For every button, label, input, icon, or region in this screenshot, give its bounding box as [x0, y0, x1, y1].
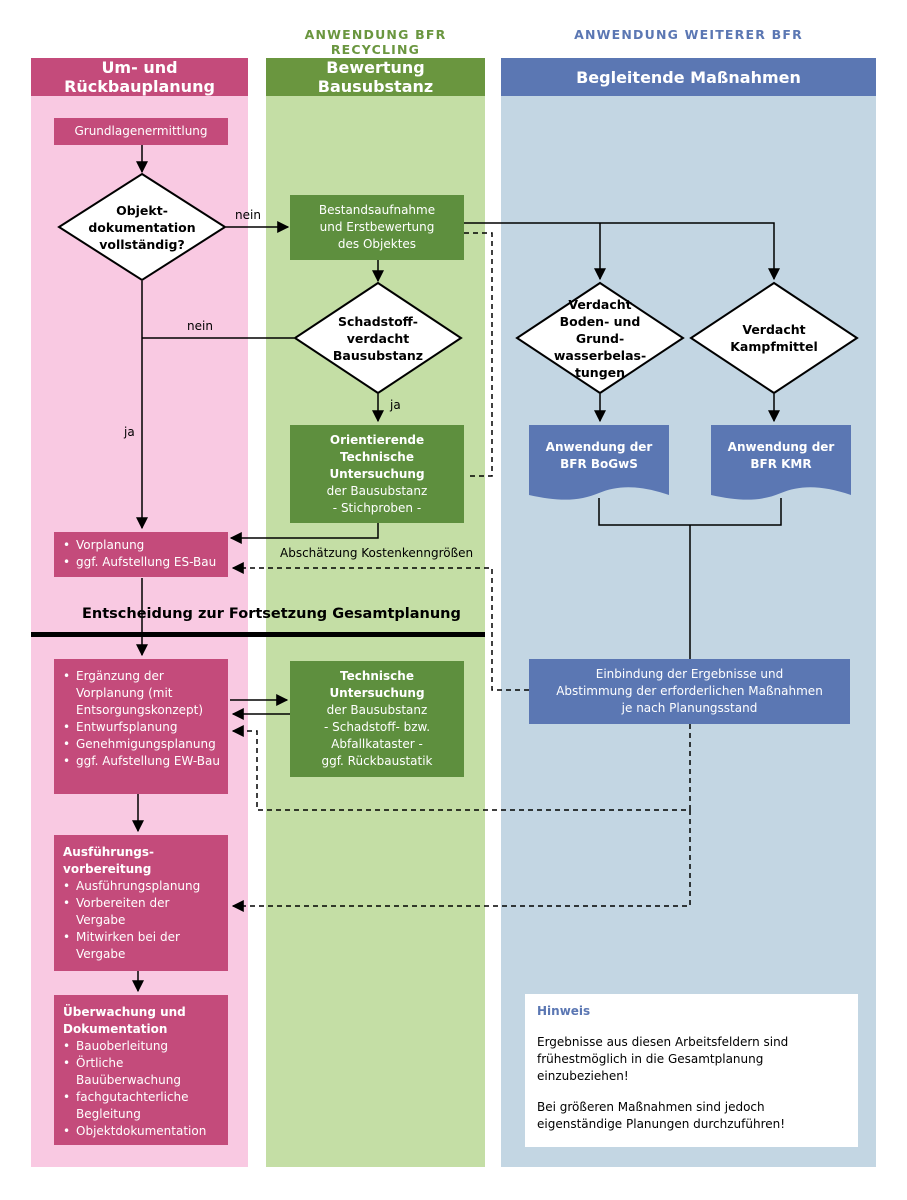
- node-orientierend-line: der Bausubstanz: [326, 483, 428, 498]
- decision-boden-line: wasserbelas-: [553, 347, 647, 363]
- node-einbindung-line: Einbindung der Ergebnisse und: [595, 667, 784, 681]
- node-vorplanung: Vorplanung ggf. Aufstellung ES-Bau: [54, 532, 228, 577]
- decision-kampf-line: Verdacht: [742, 322, 806, 337]
- list-item: Vorbereiten der Vergabe: [60, 895, 222, 929]
- list-item: Vorplanung: [60, 537, 222, 554]
- entscheidung-divider: [31, 632, 485, 637]
- decision-schadstoff-shape: [293, 281, 463, 395]
- doc-bogws-line: Anwendung der: [545, 440, 653, 454]
- decision-schadstoff-line: Schadstoff-: [337, 313, 418, 329]
- supra-heading-weitere: ANWENDUNG WEITERER BFR: [574, 27, 803, 42]
- node-orientierend-line: Orientierende: [329, 432, 425, 447]
- hinweis-box: Hinweis Ergebnisse aus diesen Arbeitsfel…: [525, 994, 858, 1147]
- node-technische-line: Abfallkataster -: [331, 737, 423, 751]
- hinweis-paragraph: Bei größeren Maßnahmen sind jedoch eigen…: [537, 1100, 786, 1131]
- node-orientierend-line: - Stichproben -: [332, 500, 422, 515]
- list-item: Entwurfsplanung: [60, 719, 222, 736]
- decision-schadstoff-line: verdacht: [346, 330, 410, 346]
- list-item: Örtliche Bauüberwachung: [60, 1055, 222, 1089]
- node-einbindung: Einbindung der Ergebnisse und Abstimmung…: [529, 659, 850, 724]
- node-technische-line: der Bausubstanz: [326, 703, 428, 717]
- list-item: Mitwirken bei der Vergabe: [60, 929, 222, 963]
- list-item: ggf. Aufstellung ES-Bau: [60, 554, 222, 571]
- edge-label-nein: nein: [235, 208, 261, 222]
- hinweis-title: Hinweis: [537, 1004, 591, 1018]
- lane-header-massnahmen: Begleitende Maßnahmen: [501, 58, 876, 96]
- decision-boden-line: tungen: [574, 364, 626, 380]
- node-technische-line: ggf. Rückbaustatik: [321, 754, 433, 768]
- doc-bogws-label: Anwendung der BFR BoGwS: [529, 436, 669, 476]
- edge-label-nein: nein: [187, 319, 213, 333]
- node-grundlagenermittlung: Grundlagenermittlung: [54, 118, 228, 145]
- decision-schadstoff-label: Schadstoff- verdacht Bausubstanz: [318, 311, 438, 365]
- node-ergaenzung: Ergänzung der Vorplanung (mit Entsorgung…: [54, 659, 228, 794]
- node-ausfuehrung-title: Ausführungs-vorbereitung: [63, 845, 154, 876]
- edge-label-ja: ja: [390, 398, 401, 412]
- list-item: Bauoberleitung: [60, 1038, 222, 1055]
- decision-objektdoku-line: dokumentation: [88, 219, 196, 235]
- node-orientierende-untersuchung: Orientierende Technische Untersuchung de…: [290, 425, 464, 523]
- node-einbindung-line: Abstimmung der erforderlichen Maßnahmen: [556, 684, 823, 698]
- doc-bogws-line: BFR BoGwS: [560, 457, 638, 471]
- list-item: Ausführungsplanung: [60, 878, 222, 895]
- doc-kmr-line: BFR KMR: [750, 457, 812, 471]
- doc-kmr-label: Anwendung der BFR KMR: [711, 436, 851, 476]
- doc-kmr-line: Anwendung der: [727, 440, 835, 454]
- entscheidung-heading: Entscheidung zur Fortsetzung Gesamtplanu…: [82, 606, 461, 622]
- node-einbindung-line: je nach Planungsstand: [621, 701, 758, 715]
- node-bestand-line: und Erstbewertung: [319, 220, 435, 234]
- node-bestand-line: Bestandsaufnahme: [318, 203, 436, 217]
- lane-massnahmen: [501, 96, 876, 1167]
- doc-kmr-shape: [711, 425, 851, 500]
- node-technische-line: - Schadstoff- bzw.: [323, 720, 431, 734]
- decision-objektdoku-line: vollständig?: [99, 236, 185, 252]
- node-technische-untersuchung: Technische Untersuchung der Bausubstanz …: [290, 661, 464, 777]
- node-orientierend-line: Technische: [340, 449, 414, 464]
- decision-schadstoff-line: Bausubstanz: [332, 347, 424, 363]
- decision-boden-shape: [515, 281, 685, 395]
- edge-label-kosten: Abschätzung Kostenkenngrößen: [280, 546, 474, 560]
- node-technische-line: Untersuchung: [329, 686, 425, 700]
- decision-objektdoku-line: Objekt-: [116, 202, 168, 218]
- decision-objektdoku-label: Objekt- dokumentation vollständig?: [80, 200, 204, 254]
- decision-boden-line: Verdacht: [568, 296, 632, 312]
- hinweis-paragraph: Ergebnisse aus diesen Arbeitsfeldern sin…: [537, 1035, 789, 1083]
- node-bestandsaufnahme: Bestandsaufnahme und Erstbewertung des O…: [290, 195, 464, 260]
- decision-boden-line: Boden- und Grund-: [559, 313, 641, 346]
- node-bestand-line: des Objektes: [337, 237, 417, 251]
- edge-label-ja: ja: [124, 425, 135, 439]
- decision-kampf-line: Kampfmittel: [730, 339, 818, 354]
- list-item: Ergänzung der Vorplanung (mit Entsorgung…: [60, 668, 222, 719]
- lane-header-bewertung: Bewertung Bausubstanz: [266, 58, 485, 96]
- list-item: ggf. Aufstellung EW-Bau: [60, 753, 222, 770]
- decision-objektdoku-shape: [57, 172, 227, 282]
- list-item: Genehmigungsplanung: [60, 736, 222, 753]
- node-ueberwachung: Überwachung und Dokumentation Bauoberlei…: [54, 995, 228, 1145]
- node-ueberwachung-title: Überwachung und Dokumentation: [63, 1005, 186, 1036]
- doc-bogws-shape: [529, 425, 669, 500]
- list-item: Objektdokumentation: [60, 1123, 222, 1140]
- list-item: fachgutachterliche Begleitung: [60, 1089, 222, 1123]
- decision-kampf-label: Verdacht Kampfmittel: [714, 320, 834, 356]
- node-grundlagenermittlung-text: Grundlagenermittlung: [74, 124, 208, 138]
- node-orientierend-line: Untersuchung: [329, 466, 425, 481]
- supra-heading-recycling: ANWENDUNG BFR RECYCLING: [304, 27, 447, 57]
- node-ausfuehrungsvorbereitung: Ausführungs-vorbereitung Ausführungsplan…: [54, 835, 228, 971]
- decision-boden-label: Verdacht Boden- und Grund- wasserbelas- …: [535, 297, 665, 380]
- decision-kampf-shape: [689, 281, 859, 395]
- node-technische-line: Technische: [340, 669, 414, 683]
- lane-header-planung: Um- und Rückbauplanung: [31, 58, 248, 96]
